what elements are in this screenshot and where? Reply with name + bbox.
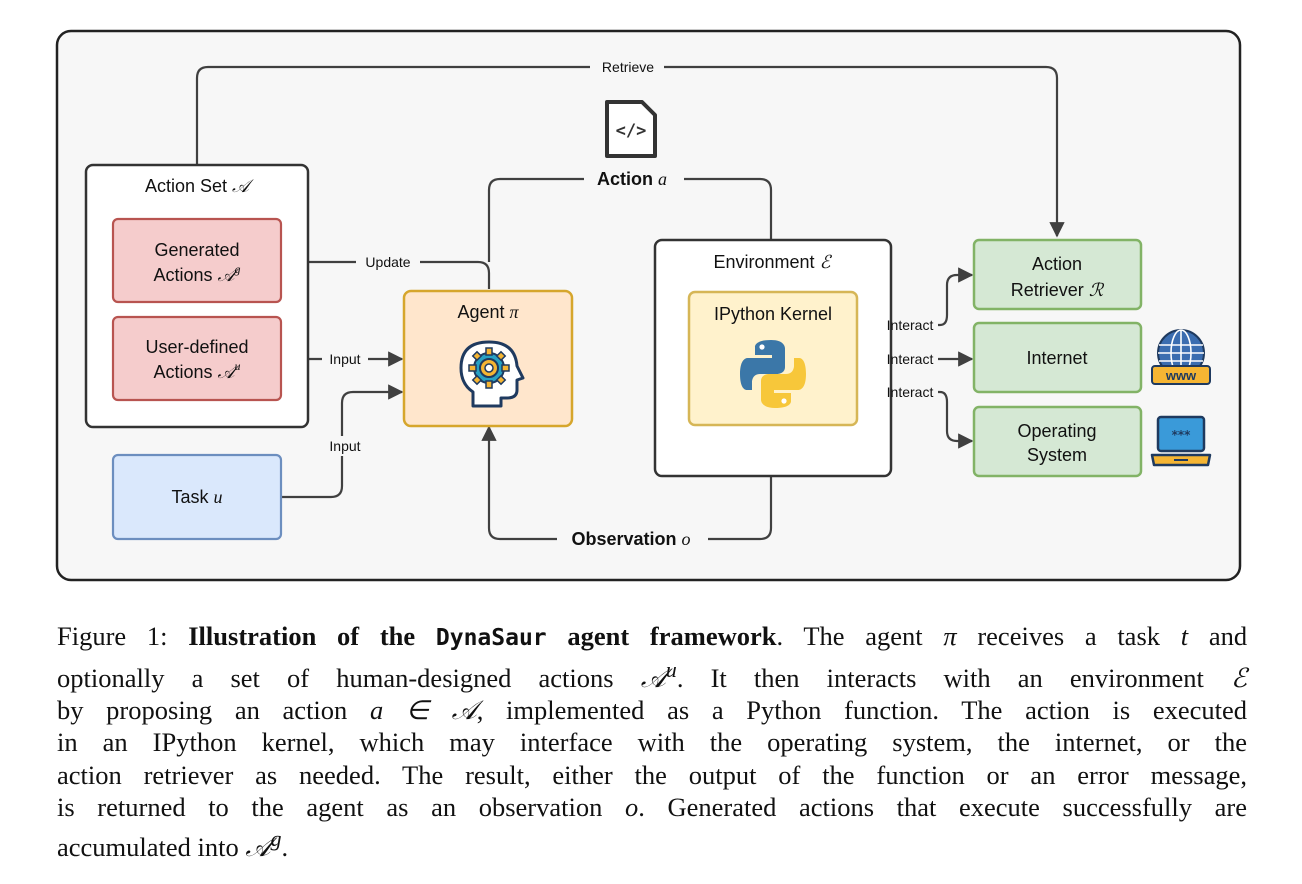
ipython-kernel-label: IPython Kernel — [714, 304, 832, 324]
action-retriever-line2: Retriever ℛ — [1011, 280, 1105, 301]
svg-text:www: www — [1165, 368, 1197, 383]
input-arrow-task — [281, 392, 402, 499]
caption-line-4: in an IPython kernel, which may interfac… — [57, 727, 1247, 758]
code-file-icon: </> — [605, 100, 657, 158]
observation-arrow — [489, 426, 773, 541]
action-retriever-line1: Action — [1032, 254, 1082, 274]
interact-label-retriever: Interact — [887, 317, 934, 333]
interact-label-internet: Interact — [887, 351, 934, 367]
caption-line-1: Figure 1: Illustration of the DynaSaur a… — [57, 621, 1248, 651]
observation-label: Observation o — [571, 529, 690, 549]
agent-label: Agent π — [457, 302, 519, 322]
caption-line-7: accumulated into 𝒜g. — [57, 826, 289, 862]
action-set-title: Action Set 𝒜 — [145, 176, 254, 197]
action-arrow — [487, 177, 771, 290]
action-label: Action a — [597, 169, 667, 189]
operating-system-box — [972, 405, 1143, 478]
retrieve-arrow — [195, 65, 1057, 236]
caption-line-6: is returned to the agent as an observati… — [57, 791, 1247, 822]
figure-caption: Figure 1: Illustration of the DynaSaur a… — [57, 620, 1247, 863]
task-box — [111, 453, 283, 541]
operating-system-line1: Operating — [1017, 421, 1096, 441]
user-defined-actions-box — [111, 315, 283, 402]
input-label-user: Input — [329, 351, 360, 367]
operating-system-line2: System — [1027, 445, 1087, 465]
caption-line-5: action retriever as needed. The result, … — [57, 759, 1247, 790]
laptop-icon: *** — [1150, 415, 1212, 467]
brain-gear-icon — [459, 340, 525, 408]
task-label: Task u — [171, 487, 222, 507]
generated-actions-line1: Generated — [154, 240, 239, 260]
action-retriever-box — [972, 238, 1143, 311]
internet-label: Internet — [1026, 348, 1087, 368]
generated-actions-box — [111, 217, 283, 304]
environment-label: Environment ℰ — [714, 252, 833, 273]
caption-line-2: optionally a set of human-designed actio… — [57, 657, 1248, 694]
user-defined-actions-line1: User-defined — [145, 337, 248, 357]
generated-actions-line2: Actions 𝒜g — [153, 262, 240, 286]
framework-diagram: Retrieve </> Action Set 𝒜 Generated Acti… — [55, 29, 1242, 582]
internet-box — [972, 321, 1143, 394]
interact-label-os: Interact — [887, 384, 934, 400]
svg-text:***: *** — [1172, 428, 1192, 442]
svg-text:</>: </> — [616, 121, 647, 141]
update-label: Update — [365, 254, 410, 270]
python-logo-icon — [740, 340, 806, 408]
globe-www-icon: www — [1151, 329, 1211, 385]
retrieve-label: Retrieve — [602, 59, 654, 75]
input-label-task: Input — [329, 438, 360, 454]
caption-line-3: by proposing an action a ∈ 𝒜, implemente… — [57, 695, 1248, 726]
user-defined-actions-line2: Actions 𝒜u — [153, 359, 240, 383]
